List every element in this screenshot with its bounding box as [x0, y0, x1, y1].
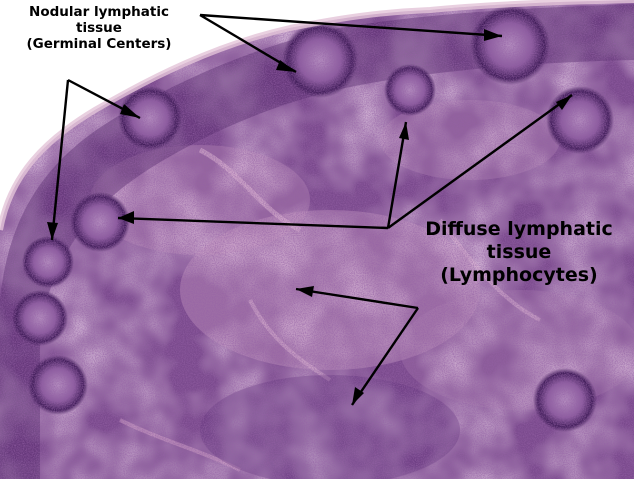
arrowhead	[47, 222, 58, 240]
arrow-line	[199, 13, 503, 38]
arrowhead	[296, 286, 314, 297]
diffuse-tissue-label: Diffuse lymphatic tissue (Lymphocytes)	[410, 218, 628, 286]
arrow-line	[351, 307, 419, 406]
diffuse-label-line2: tissue	[486, 240, 552, 263]
nodular-label-line1: Nodular lymphatic	[29, 4, 169, 20]
arrowhead	[118, 211, 134, 224]
nodular-tissue-label: Nodular lymphatic tissue (Germinal Cente…	[4, 4, 194, 53]
arrow-line	[117, 216, 389, 230]
arrow-line	[386, 121, 408, 229]
annotation-arrows	[50, 13, 573, 406]
capsule-edge	[0, 0, 634, 231]
arrow-line	[50, 79, 70, 241]
arrowhead	[556, 95, 572, 110]
arrowhead	[276, 60, 296, 72]
arrowhead	[399, 122, 409, 140]
arrow-heads	[47, 29, 572, 405]
arrow-line	[387, 94, 573, 229]
nodular-label-line3: (Germinal Centers)	[26, 36, 172, 53]
arrowhead	[352, 387, 364, 405]
arrow-line	[295, 287, 419, 310]
nodular-label-line2: tissue	[76, 20, 122, 37]
diffuse-label-line3: (Lymphocytes)	[440, 263, 598, 286]
arrowhead	[484, 29, 502, 41]
arrowhead	[120, 104, 140, 118]
diffuse-label-line1: Diffuse lymphatic	[425, 218, 613, 240]
